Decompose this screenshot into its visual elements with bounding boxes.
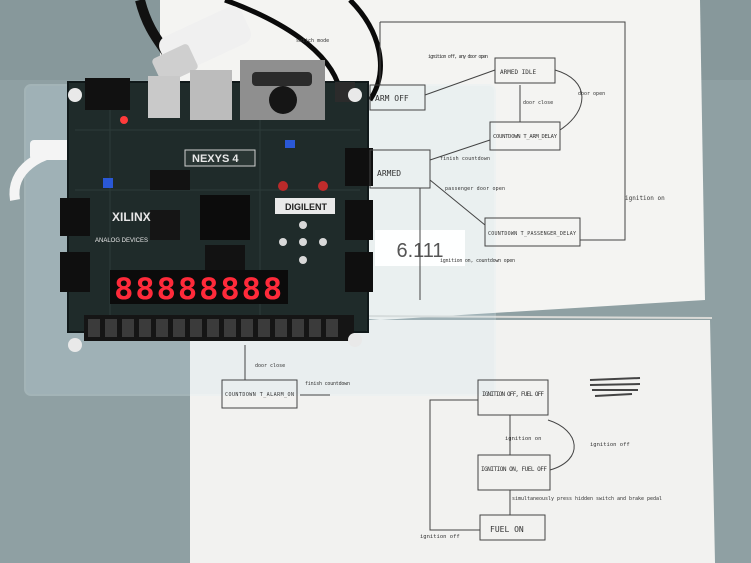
label-passenger-door-open: passenger door open (445, 186, 505, 192)
label-finish-countdown-bottom: finish countdown (305, 381, 350, 387)
label-door-close-bottom: door close (255, 363, 285, 369)
paper-sheet-bottom (190, 320, 715, 563)
fpga-chip (200, 195, 250, 240)
label-door-open: door open (578, 91, 605, 97)
state-arm-off: ARM OFF (375, 94, 409, 103)
analog-devices-label: ANALOG DEVICES (95, 238, 148, 244)
state-ignition-off-fuel-off: IGNITION OFF, FUEL OFF (482, 391, 544, 398)
label-ignition-on-bottom: ignition on (505, 436, 541, 442)
label-door-close: door close (523, 100, 553, 106)
bottom-state-diagram (429, 377, 641, 541)
label-ignition-off-left: ignition off (420, 534, 460, 540)
label-ignition-off-door-open: ignition off, any door open (428, 54, 488, 60)
label-ignition-off-bottom: ignition off (590, 442, 630, 448)
label-ignition-on-countdown: ignition on, countdown open (440, 258, 515, 264)
label-hidden-switch: simultaneously press hidden switch and b… (512, 496, 662, 502)
state-armed: ARMED (377, 169, 401, 178)
seven-segment-display: 88888888 (114, 272, 284, 306)
state-fuel-on: FUEL ON (490, 525, 524, 534)
state-countdown-arm-delay: COUNTDOWN T_ARM_DELAY (493, 134, 558, 140)
state-countdown-passenger-delay: COUNTDOWN T_PASSENGER_DELAY (488, 231, 576, 237)
state-countdown-alarm-on: COUNTDOWN T_ALARM_ON (225, 392, 294, 398)
maker-label: DIGILENT (285, 202, 328, 212)
top-diagram-text: ARM OFF ARMED ARMED IDLE COUNTDOWN T_ARM… (225, 38, 665, 398)
label-ignition-on: ignition on (625, 195, 665, 202)
seven-segment-display-bezel (110, 270, 288, 304)
top-state-diagram (221, 21, 626, 409)
bottom-diagram-text: IGNITION OFF, FUEL OFF IGNITION ON, FUEL… (420, 391, 662, 540)
brand-label: XILINX (112, 210, 151, 224)
state-ignition-on-fuel-off: IGNITION ON, FUEL OFF (481, 466, 547, 473)
label-finish-countdown: finish countdown (440, 156, 490, 162)
state-armed-idle: ARMED IDLE (500, 69, 537, 76)
model-label: NEXYS 4 (192, 153, 239, 165)
label-switch-mode: switch mode (296, 38, 329, 44)
